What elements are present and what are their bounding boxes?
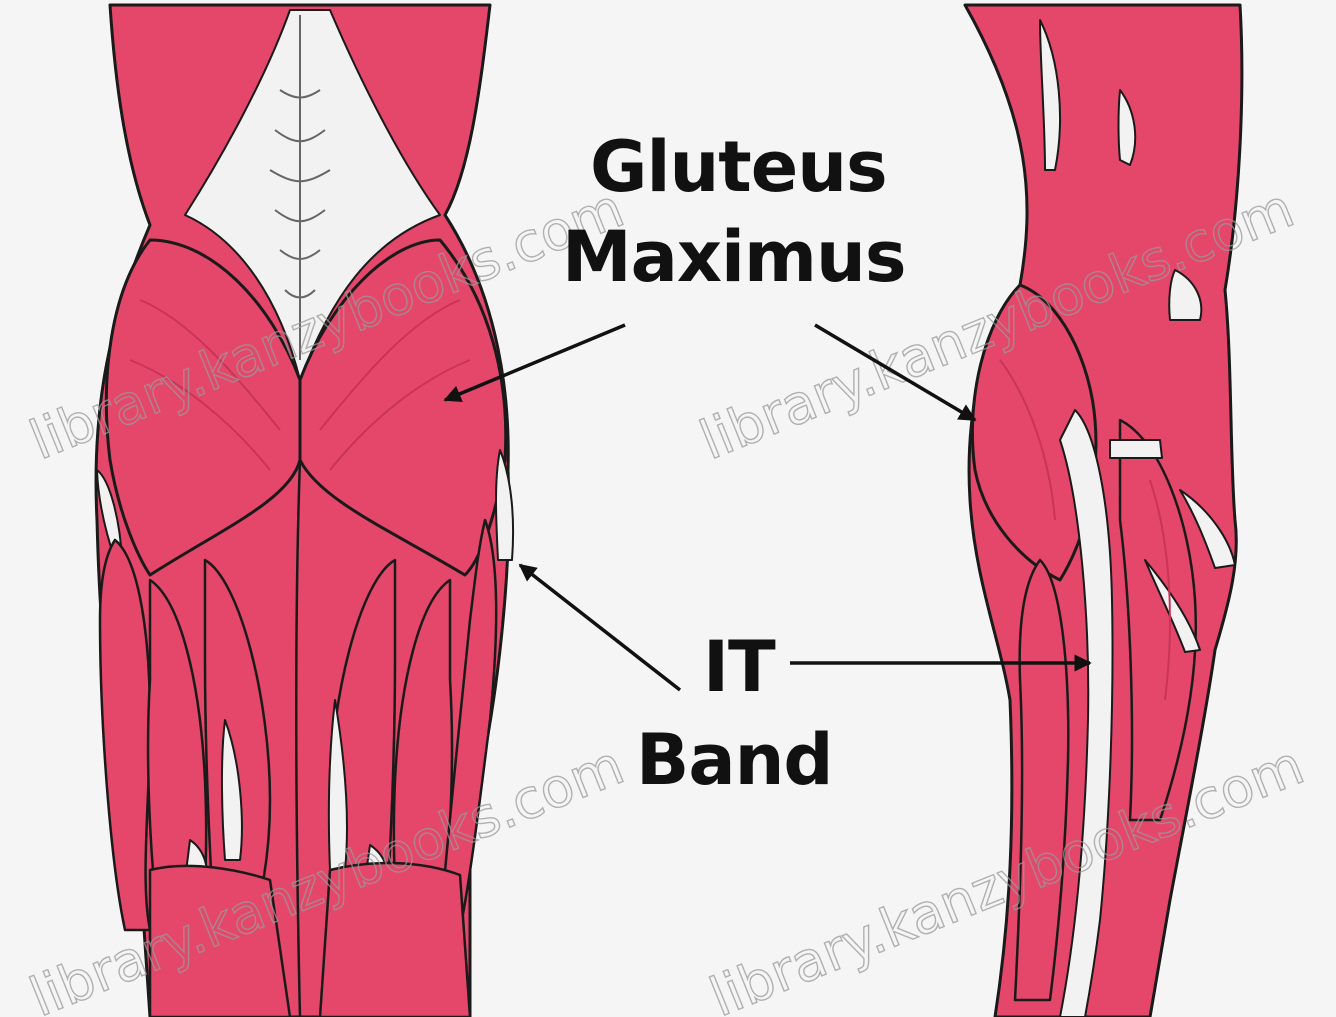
label-gluteus: Gluteus (590, 132, 887, 202)
arrow-it-band-left (520, 565, 680, 690)
it-band-right-strip (496, 450, 513, 560)
label-maximus: Maximus (562, 222, 905, 292)
label-band: Band (636, 725, 833, 795)
label-it: IT (703, 632, 775, 702)
